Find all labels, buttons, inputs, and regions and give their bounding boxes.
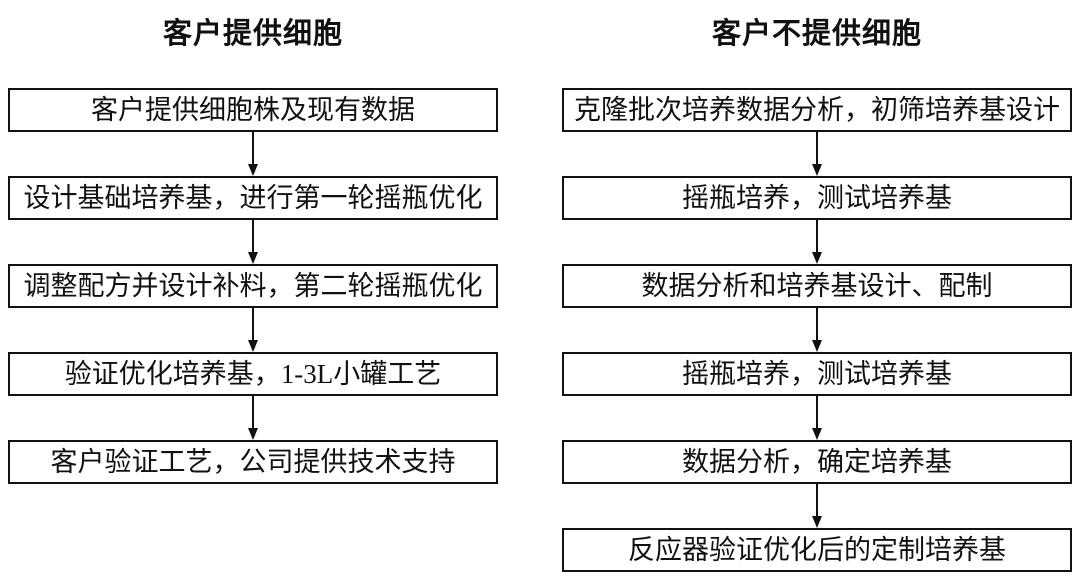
right-step-2-box: 摇瓶培养，测试培养基 (562, 176, 1072, 220)
arrow-shaft (815, 220, 819, 252)
right-flow-column: 客户不提供细胞 克隆批次培养数据分析，初筛培养基设计 摇瓶培养，测试培养基 数据… (562, 0, 1072, 572)
down-arrow (8, 308, 498, 352)
down-arrow (8, 220, 498, 264)
down-arrow (562, 308, 1072, 352)
arrow-shaft (815, 396, 819, 428)
down-arrow (8, 396, 498, 440)
right-step-3-box: 数据分析和培养基设计、配制 (562, 264, 1072, 308)
arrow-head-icon (248, 340, 258, 352)
arrow-shaft (815, 132, 819, 164)
right-column-title: 客户不提供细胞 (711, 18, 922, 50)
arrow-shaft (251, 308, 255, 340)
right-step-5-box: 数据分析，确定培养基 (562, 440, 1072, 484)
arrow-head-icon (812, 516, 822, 528)
left-flow-column: 客户提供细胞 客户提供细胞株及现有数据 设计基础培养基，进行第一轮摇瓶优化 调整… (8, 0, 498, 484)
down-arrow (8, 132, 498, 176)
down-arrow (562, 396, 1072, 440)
arrow-head-icon (812, 340, 822, 352)
arrow-shaft (251, 396, 255, 428)
arrow-shaft (251, 132, 255, 164)
arrow-head-icon (812, 428, 822, 440)
down-arrow (562, 132, 1072, 176)
arrow-shaft (815, 484, 819, 516)
left-step-4-box: 验证优化培养基，1-3L小罐工艺 (8, 352, 498, 396)
right-step-4-box: 摇瓶培养，测试培养基 (562, 352, 1072, 396)
left-step-2-box: 设计基础培养基，进行第一轮摇瓶优化 (8, 176, 498, 220)
right-step-1-box: 克隆批次培养数据分析，初筛培养基设计 (562, 88, 1072, 132)
down-arrow (562, 484, 1072, 528)
arrow-shaft (815, 308, 819, 340)
arrow-head-icon (248, 164, 258, 176)
arrow-head-icon (248, 428, 258, 440)
left-column-title: 客户提供细胞 (162, 18, 343, 50)
right-step-6-box: 反应器验证优化后的定制培养基 (562, 528, 1072, 572)
arrow-head-icon (812, 164, 822, 176)
down-arrow (562, 220, 1072, 264)
left-step-1-box: 客户提供细胞株及现有数据 (8, 88, 498, 132)
left-step-5-box: 客户验证工艺，公司提供技术支持 (8, 440, 498, 484)
arrow-shaft (251, 220, 255, 252)
arrow-head-icon (812, 252, 822, 264)
arrow-head-icon (248, 252, 258, 264)
left-step-3-box: 调整配方并设计补料，第二轮摇瓶优化 (8, 264, 498, 308)
